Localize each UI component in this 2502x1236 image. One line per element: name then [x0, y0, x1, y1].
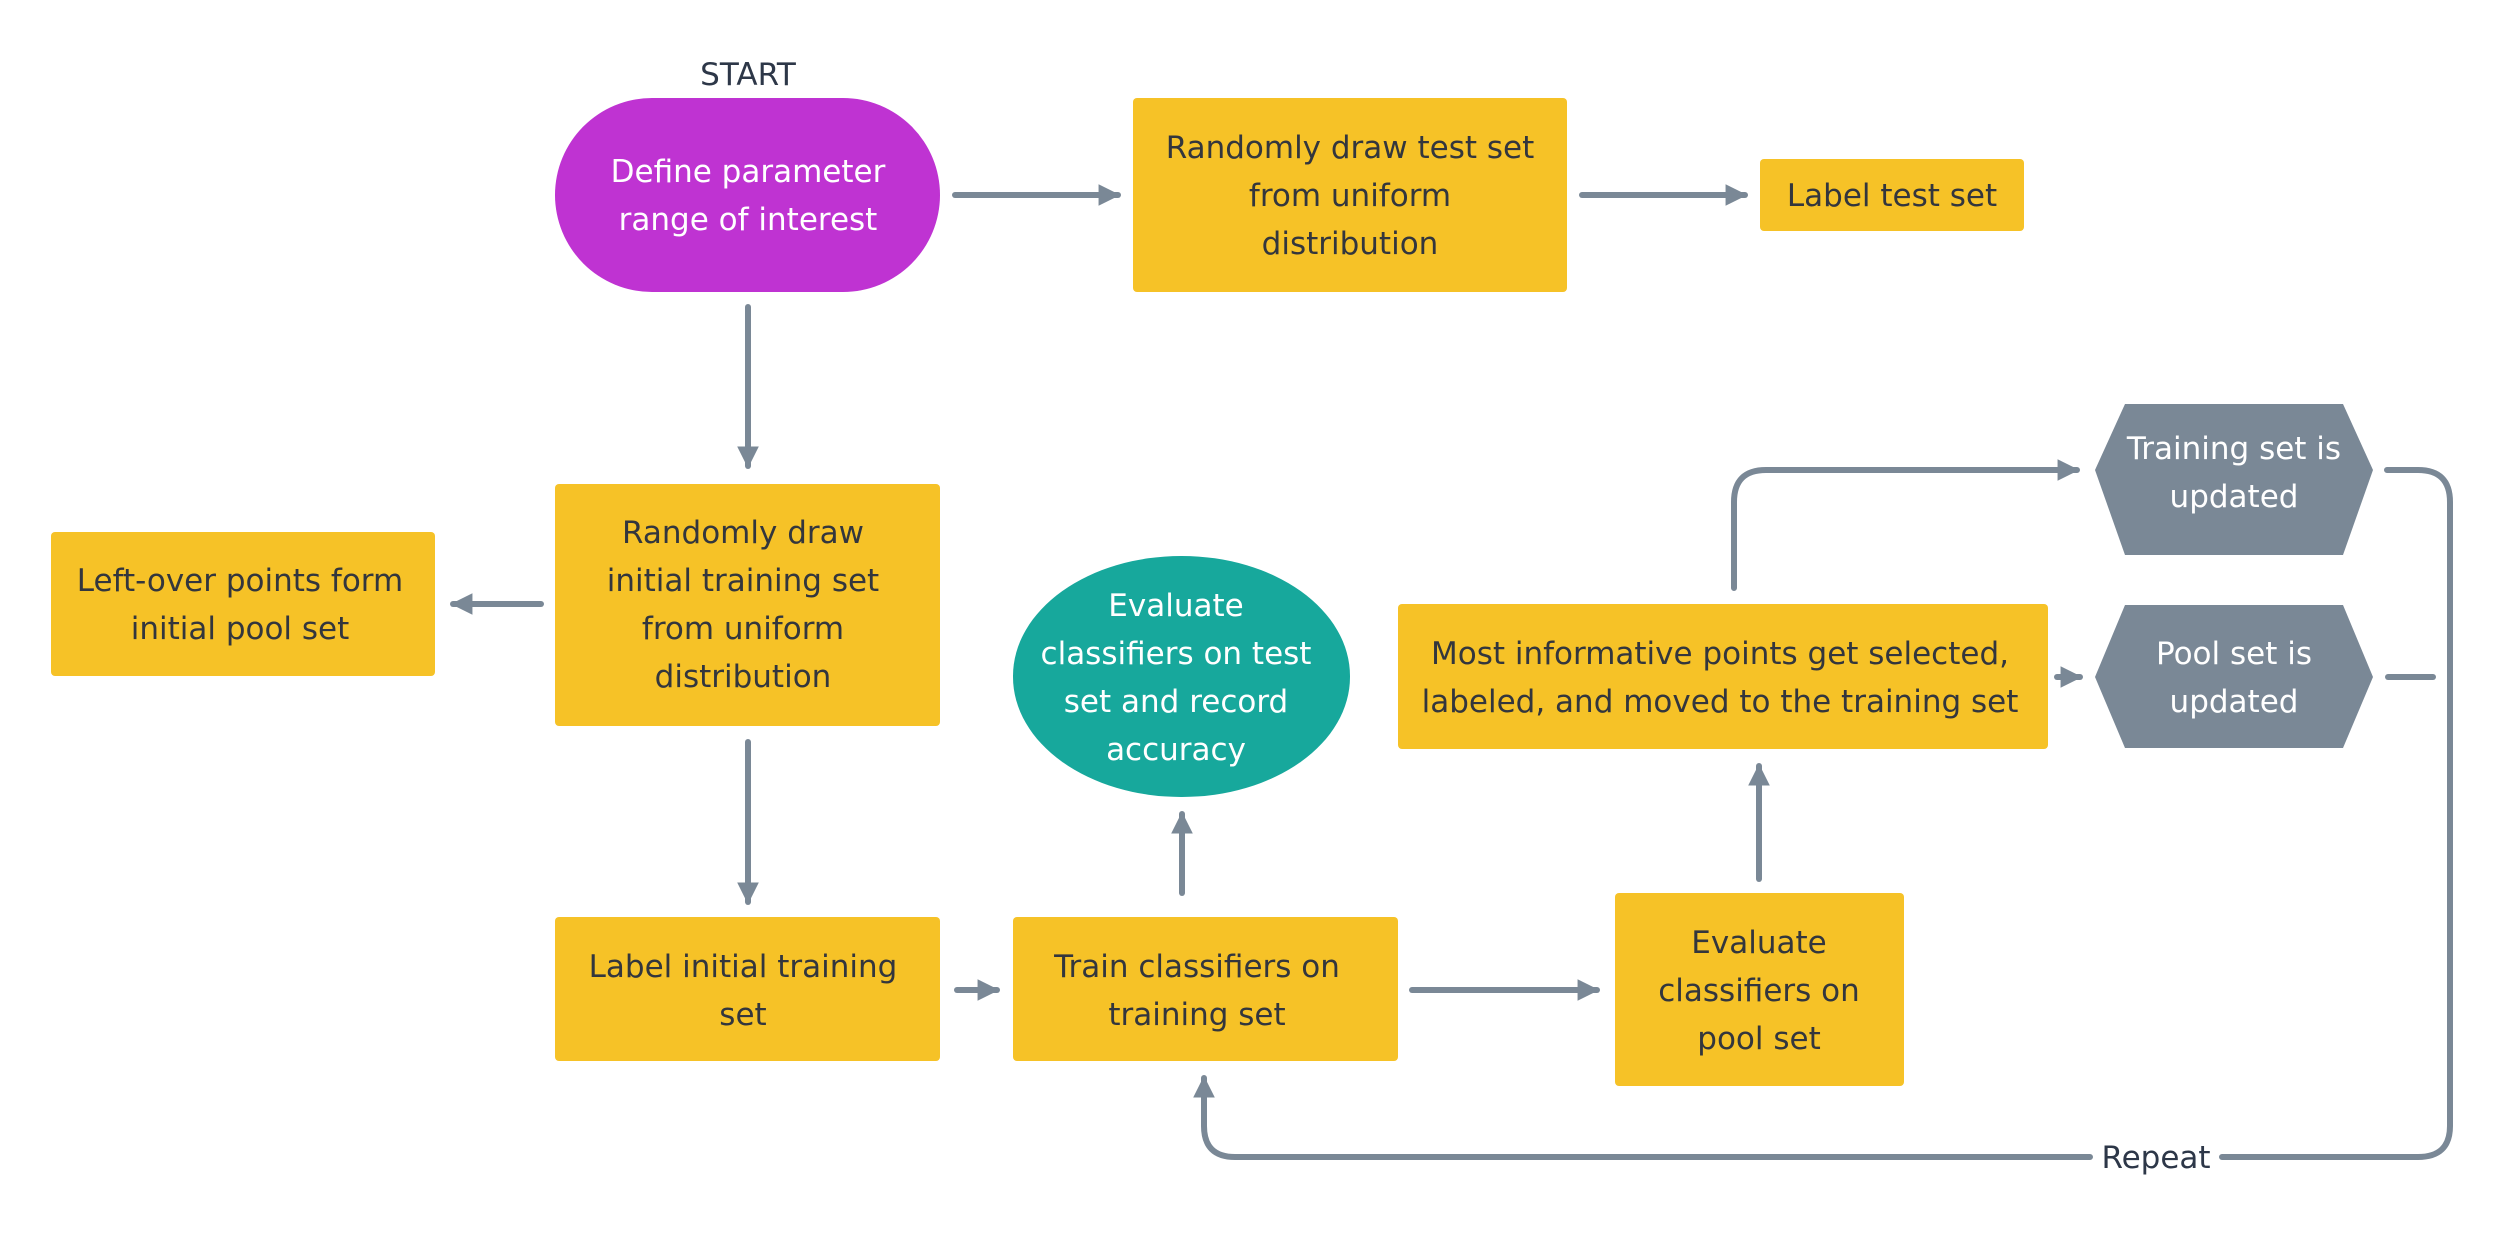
- pool-set-line: initial pool set: [131, 611, 350, 647]
- draw-test-line: from uniform: [1249, 178, 1451, 214]
- pool-updated-line: updated: [2170, 684, 2299, 720]
- evaluate-test-line: Evaluate: [1108, 588, 1243, 624]
- evaluate-pool-line: Evaluate: [1691, 925, 1826, 961]
- define-range-line: range of interest: [619, 202, 878, 238]
- define-range-node: [555, 98, 940, 292]
- start-label: START: [700, 57, 797, 93]
- define-range-text: Define parameter range of interest: [611, 154, 886, 238]
- evaluate-test-line: accuracy: [1106, 732, 1246, 768]
- draw-training-text: Randomly draw initial training set from un…: [607, 515, 879, 695]
- pool-set-text: Left-over points form initial pool set: [77, 563, 403, 647]
- repeat-label-background: [2095, 1138, 2217, 1178]
- label-test-node: [1760, 159, 2024, 231]
- informative-line: Most informative points get selected,: [1431, 636, 2009, 672]
- train-line: training set: [1108, 997, 1285, 1033]
- draw-training-line: from uniform: [642, 611, 844, 647]
- draw-training-line: distribution: [655, 659, 832, 695]
- nodes: Define parameter range of interest Random…: [51, 98, 2373, 1086]
- informative-node: [1398, 604, 2048, 749]
- draw-test-text: Randomly draw test set from uniform distri…: [1166, 130, 1535, 262]
- train-node: [1013, 917, 1398, 1061]
- training-updated-line: updated: [2170, 479, 2299, 515]
- train-text: Train classifiers on training set: [1053, 949, 1340, 1033]
- repeat-loop-left: [1193, 1075, 2093, 1160]
- training-updated-line: Training set is: [2126, 431, 2341, 467]
- draw-training-node: [555, 484, 940, 726]
- draw-test-node: [1133, 98, 1567, 292]
- repeat-label: Repeat: [2101, 1140, 2210, 1176]
- evaluate-test-line: set and record: [1064, 684, 1288, 720]
- pool-updated-node: [2095, 605, 2373, 748]
- evaluate-pool-node: [1615, 893, 1904, 1086]
- evaluate-test-text: Evaluate classifiers on test set and recor…: [1041, 588, 1312, 768]
- pool-updated-text: Pool set is updated: [2156, 636, 2312, 720]
- evaluate-pool-line: pool set: [1697, 1021, 1820, 1057]
- pool-updated-line: Pool set is: [2156, 636, 2312, 672]
- arrow-informative-to-training-updated: [1731, 459, 2080, 591]
- informative-text: Most informative points get selected, lab…: [1422, 636, 2019, 720]
- evaluate-test-line: classifiers on test: [1041, 636, 1312, 672]
- label-training-line: Label initial training: [589, 949, 898, 985]
- draw-test-line: distribution: [1262, 226, 1439, 262]
- repeat-loop-right: [2219, 467, 2453, 1160]
- pool-set-line: Left-over points form: [77, 563, 403, 599]
- draw-training-line: initial training set: [607, 563, 879, 599]
- define-range-line: Define parameter: [611, 154, 886, 190]
- evaluate-pool-text: Evaluate classifiers on pool set: [1658, 925, 1860, 1057]
- draw-training-line: Randomly draw: [622, 515, 864, 551]
- connectors: [450, 184, 2453, 1160]
- informative-line: labeled, and moved to the training set: [1422, 684, 2019, 720]
- label-training-text: Label initial training set: [589, 949, 898, 1033]
- label-test-text: Label test set: [1787, 178, 1997, 214]
- evaluate-pool-line: classifiers on: [1658, 973, 1860, 1009]
- training-updated-text: Training set is updated: [2126, 431, 2341, 515]
- draw-test-line: Randomly draw test set: [1166, 130, 1535, 166]
- label-training-node: [555, 917, 940, 1061]
- label-training-line: set: [719, 997, 766, 1033]
- train-line: Train classifiers on: [1053, 949, 1340, 985]
- evaluate-test-node: [1013, 556, 1350, 797]
- pool-set-node: [51, 532, 435, 676]
- training-updated-node: [2095, 404, 2373, 555]
- label-test-line: Label test set: [1787, 178, 1997, 214]
